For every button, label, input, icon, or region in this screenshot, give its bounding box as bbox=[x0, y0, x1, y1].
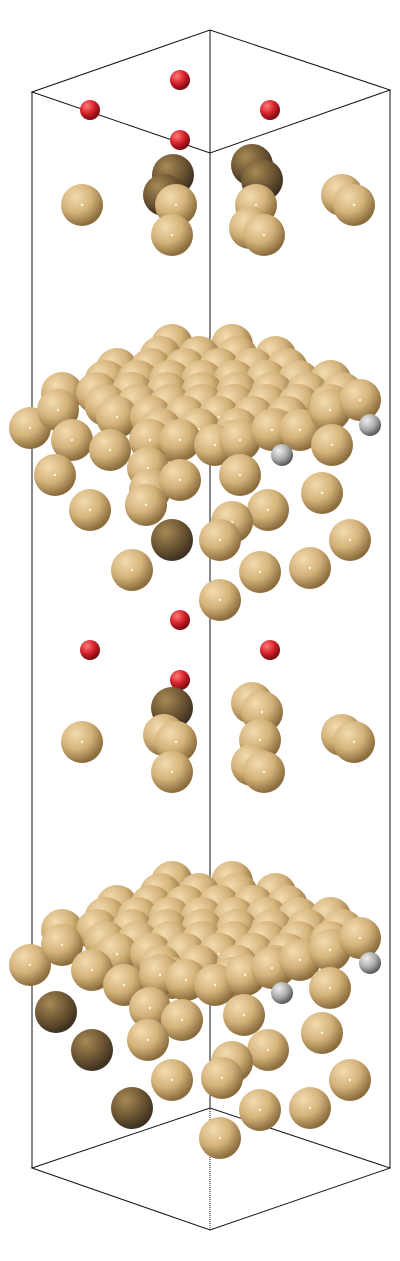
atom-highlight bbox=[28, 963, 32, 967]
atom-highlight bbox=[80, 740, 84, 744]
atom-highlight bbox=[270, 428, 274, 432]
grey-atom bbox=[359, 952, 381, 974]
atom-highlight bbox=[238, 438, 242, 442]
oxygen-atom bbox=[170, 610, 190, 630]
oxygen-atom bbox=[170, 130, 190, 150]
atom-highlight bbox=[254, 203, 258, 207]
oxygen-atom bbox=[80, 640, 100, 660]
grey-atom bbox=[359, 414, 381, 436]
metal-atom bbox=[71, 1029, 113, 1071]
atom-highlight bbox=[266, 1048, 270, 1052]
atom-highlight bbox=[298, 958, 302, 962]
atom-highlight bbox=[262, 233, 266, 237]
atom-highlight bbox=[328, 986, 332, 990]
oxygen-atom bbox=[260, 100, 280, 120]
atom-highlight bbox=[242, 1013, 246, 1017]
atom-highlight bbox=[170, 1078, 174, 1082]
atom-highlight bbox=[258, 1108, 262, 1112]
atom-highlight bbox=[115, 415, 119, 419]
atom-highlight bbox=[220, 1076, 224, 1080]
atom-highlight bbox=[146, 466, 150, 470]
atom-highlight bbox=[70, 438, 74, 442]
grey-atom bbox=[271, 982, 293, 1004]
atom-highlight bbox=[358, 398, 362, 402]
atom-highlight bbox=[28, 426, 32, 430]
atom-highlight bbox=[144, 503, 148, 507]
atom-highlight bbox=[358, 936, 362, 940]
atom-highlight bbox=[56, 408, 60, 412]
atom-highlight bbox=[348, 1078, 352, 1082]
cell-top-face bbox=[30, 29, 392, 154]
atom-highlight bbox=[352, 740, 356, 744]
atom-highlight bbox=[266, 508, 270, 512]
atom-highlight bbox=[328, 408, 332, 412]
atoms-layer bbox=[9, 70, 381, 1159]
atom-highlight bbox=[352, 203, 356, 207]
metal-atom bbox=[111, 1087, 153, 1129]
atom-highlight bbox=[308, 566, 312, 570]
oxygen-atom bbox=[170, 670, 190, 690]
atom-highlight bbox=[122, 983, 126, 987]
atom-highlight bbox=[213, 443, 217, 447]
atom-highlight bbox=[174, 203, 178, 207]
atom-highlight bbox=[90, 968, 94, 972]
atom-highlight bbox=[243, 973, 247, 977]
atom-highlight bbox=[178, 438, 182, 442]
atom-highlight bbox=[170, 770, 174, 774]
atom-highlight bbox=[184, 978, 188, 982]
grey-atom bbox=[271, 444, 293, 466]
atom-highlight bbox=[60, 943, 64, 947]
atom-highlight bbox=[260, 710, 264, 714]
atom-highlight bbox=[298, 428, 302, 432]
oxygen-atom bbox=[170, 70, 190, 90]
atom-highlight bbox=[330, 443, 334, 447]
atom-highlight bbox=[178, 478, 182, 482]
atom-highlight bbox=[53, 473, 57, 477]
atom-highlight bbox=[148, 438, 152, 442]
metal-atom bbox=[35, 991, 77, 1033]
atom-highlight bbox=[130, 568, 134, 572]
atom-highlight bbox=[258, 738, 262, 742]
atom-highlight bbox=[320, 1031, 324, 1035]
atom-highlight bbox=[174, 740, 178, 744]
atom-highlight bbox=[238, 473, 242, 477]
atom-highlight bbox=[146, 1038, 150, 1042]
atom-highlight bbox=[158, 973, 162, 977]
atom-highlight bbox=[170, 233, 174, 237]
atom-highlight bbox=[328, 948, 332, 952]
atom-highlight bbox=[115, 952, 119, 956]
atom-highlight bbox=[180, 1018, 184, 1022]
atom-highlight bbox=[213, 983, 217, 987]
atom-highlight bbox=[218, 1136, 222, 1140]
atom-highlight bbox=[148, 1006, 152, 1010]
atom-highlight bbox=[320, 491, 324, 495]
atom-highlight bbox=[218, 598, 222, 602]
atom-highlight bbox=[258, 570, 262, 574]
atom-highlight bbox=[270, 966, 274, 970]
atom-highlight bbox=[218, 538, 222, 542]
oxygen-atom bbox=[80, 100, 100, 120]
metal-atom bbox=[151, 519, 193, 561]
atom-highlight bbox=[308, 1106, 312, 1110]
atom-highlight bbox=[262, 770, 266, 774]
atom-highlight bbox=[348, 538, 352, 542]
atom-highlight bbox=[88, 508, 92, 512]
atom-highlight bbox=[80, 203, 84, 207]
oxygen-atom bbox=[260, 640, 280, 660]
atom-highlight bbox=[108, 448, 112, 452]
